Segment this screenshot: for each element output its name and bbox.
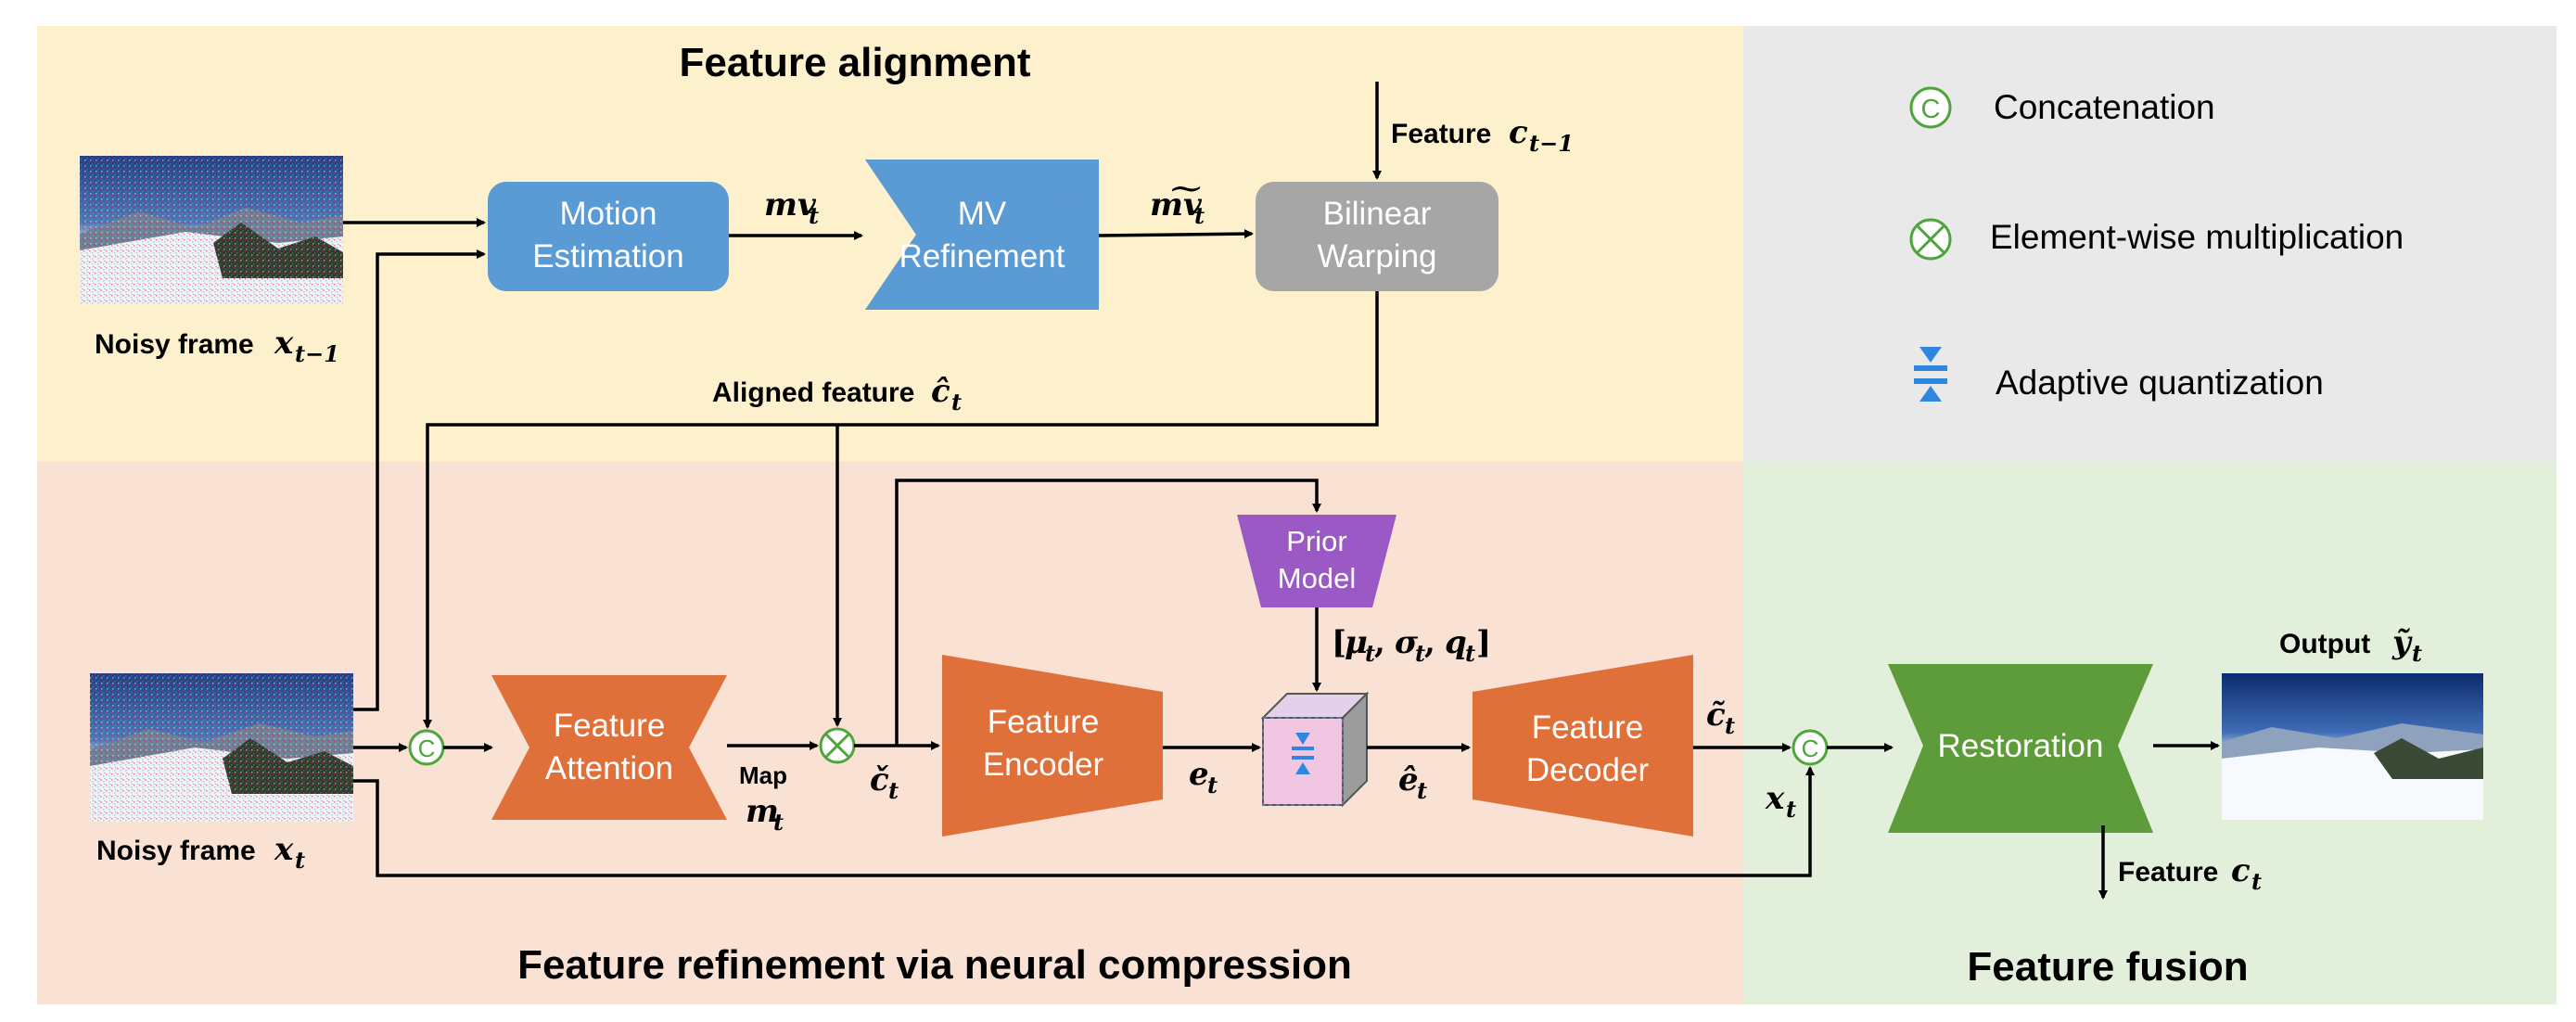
feature-cur-label: Feature: [2118, 857, 2218, 888]
map-sub: t: [773, 809, 784, 836]
svg-text:Bilinear: Bilinear: [1323, 196, 1432, 232]
noisy-frame-prev-image: [80, 156, 343, 304]
feature-cur-sub: t: [2251, 868, 2262, 895]
legend-concat-icon: C: [1909, 86, 1952, 129]
svg-text:σ: σ: [1395, 624, 1419, 661]
map-label: Map: [739, 761, 787, 789]
e-label: e: [1189, 756, 1209, 793]
multiply-operator: [819, 727, 856, 764]
arrow-c-to-prior: [895, 479, 1321, 746]
svg-text:MV: MV: [958, 196, 1007, 232]
svg-text:,: ,: [1374, 624, 1385, 661]
arrow-cur-to-me: [353, 249, 486, 711]
feature-attention-block: Feature Attention: [491, 675, 727, 820]
concat-operator-left: C: [408, 729, 445, 766]
feature-cur-math: c: [2231, 852, 2251, 889]
legend-concat-label: Concatenation: [1994, 88, 2215, 126]
c-check-label: č: [870, 761, 889, 798]
svg-text:C: C: [1802, 735, 1819, 762]
svg-text:μ: μ: [1345, 624, 1368, 661]
svg-text:t: t: [1365, 640, 1375, 667]
noisy-frame-prev-label: Noisy frame: [95, 329, 254, 360]
concat-operator-right: C: [1792, 729, 1829, 766]
svg-text:Feature: Feature: [1532, 709, 1644, 746]
svg-text:t: t: [1465, 640, 1475, 667]
c-tilde-sub: t: [1725, 712, 1735, 739]
svg-text:C: C: [418, 735, 436, 762]
arrow-cur-to-concat-right: [353, 766, 1815, 877]
noisy-frame-cur-label: Noisy frame: [96, 836, 256, 866]
arrow-bw-aligned: [423, 291, 1379, 729]
restoration-block: Restoration: [1888, 664, 2153, 833]
svg-text:Restoration: Restoration: [1938, 728, 2104, 764]
noisy-frame-cur-sub: t: [295, 847, 305, 874]
e-hat-sub: t: [1417, 777, 1427, 804]
mv-refined-sub: t: [1194, 202, 1205, 229]
arrow-mvr-to-bw: [1098, 229, 1254, 239]
quantization-cube: [1260, 691, 1370, 808]
legend-panel: [1743, 26, 2557, 462]
connections: [343, 82, 2220, 900]
output-label: Output: [2279, 629, 2370, 659]
svg-text:Attention: Attention: [545, 750, 673, 786]
mv-label: mv: [764, 186, 817, 224]
map-math: m: [746, 793, 779, 830]
legend-multiply-label: Element-wise multiplication: [1990, 218, 2404, 256]
legend-quantization-icon: [1914, 347, 1947, 402]
aligned-feature-math: ĉ: [931, 373, 950, 410]
svg-text:t: t: [1415, 640, 1425, 667]
e-sub: t: [1207, 772, 1218, 798]
noisy-frame-cur-math: x: [274, 831, 294, 868]
fusion-title: Feature fusion: [1967, 944, 2248, 990]
x-in-label: x: [1765, 780, 1785, 817]
bilinear-warping-block: Bilinear Warping: [1256, 182, 1498, 291]
prior-model-block: Prior Model: [1237, 515, 1396, 607]
feature-prev-sub: t−1: [1529, 130, 1574, 157]
feature-prev-math: c: [1509, 114, 1528, 151]
feature-encoder-block: Feature Encoder: [942, 655, 1163, 837]
svg-text:Model: Model: [1278, 562, 1356, 594]
aligned-feature-sub: t: [951, 389, 962, 415]
prior-params-label: [ μ t , σ t , q t ]: [1332, 624, 1491, 667]
svg-text:Feature: Feature: [988, 704, 1100, 740]
mv-refinement-block: MV Refinement: [865, 160, 1099, 310]
mv-refined-label: m͠v: [1150, 185, 1203, 224]
legend: C Concatenation Element-wise multiplicat…: [1909, 86, 2404, 402]
output-math: ỹ: [2391, 624, 2413, 661]
noisy-frame-cur-image: [90, 673, 353, 822]
motion-estimation-block: Motion Estimation: [488, 182, 729, 291]
legend-multiply-icon: [1909, 218, 1952, 261]
svg-text:[: [: [1332, 624, 1346, 661]
svg-text:Decoder: Decoder: [1526, 752, 1650, 788]
noisy-frame-prev-math: x: [274, 325, 294, 362]
svg-text:Warping: Warping: [1317, 238, 1436, 275]
svg-text:Estimation: Estimation: [532, 238, 683, 275]
feature-decoder-block: Feature Decoder: [1473, 655, 1693, 837]
output-image: [2222, 673, 2483, 820]
mv-sub: t: [809, 202, 819, 229]
c-tilde-label: c̃: [1706, 696, 1726, 734]
svg-text:C: C: [1921, 95, 1941, 124]
c-check-sub: t: [888, 777, 899, 804]
svg-text:]: ]: [1476, 624, 1491, 661]
alignment-title: Feature alignment: [680, 40, 1031, 85]
noisy-frame-prev-sub: t−1: [295, 340, 339, 367]
e-hat-label: ê: [1398, 761, 1419, 798]
svg-text:,: ,: [1424, 624, 1435, 661]
legend-quantization-label: Adaptive quantization: [1996, 364, 2324, 402]
x-in-sub: t: [1786, 796, 1796, 823]
svg-text:q: q: [1445, 624, 1467, 661]
svg-text:Feature: Feature: [554, 708, 666, 744]
svg-text:Encoder: Encoder: [983, 747, 1104, 783]
svg-text:Prior: Prior: [1286, 525, 1346, 557]
aligned-feature-label: Aligned feature: [712, 377, 914, 408]
refinement-title: Feature refinement via neural compressio…: [517, 942, 1352, 988]
adaptive-quantization-icon: [1292, 733, 1314, 774]
feature-prev-label: Feature: [1391, 119, 1491, 149]
svg-text:Refinement: Refinement: [899, 238, 1065, 275]
output-sub: t: [2412, 640, 2422, 667]
svg-text:Motion: Motion: [559, 196, 657, 232]
